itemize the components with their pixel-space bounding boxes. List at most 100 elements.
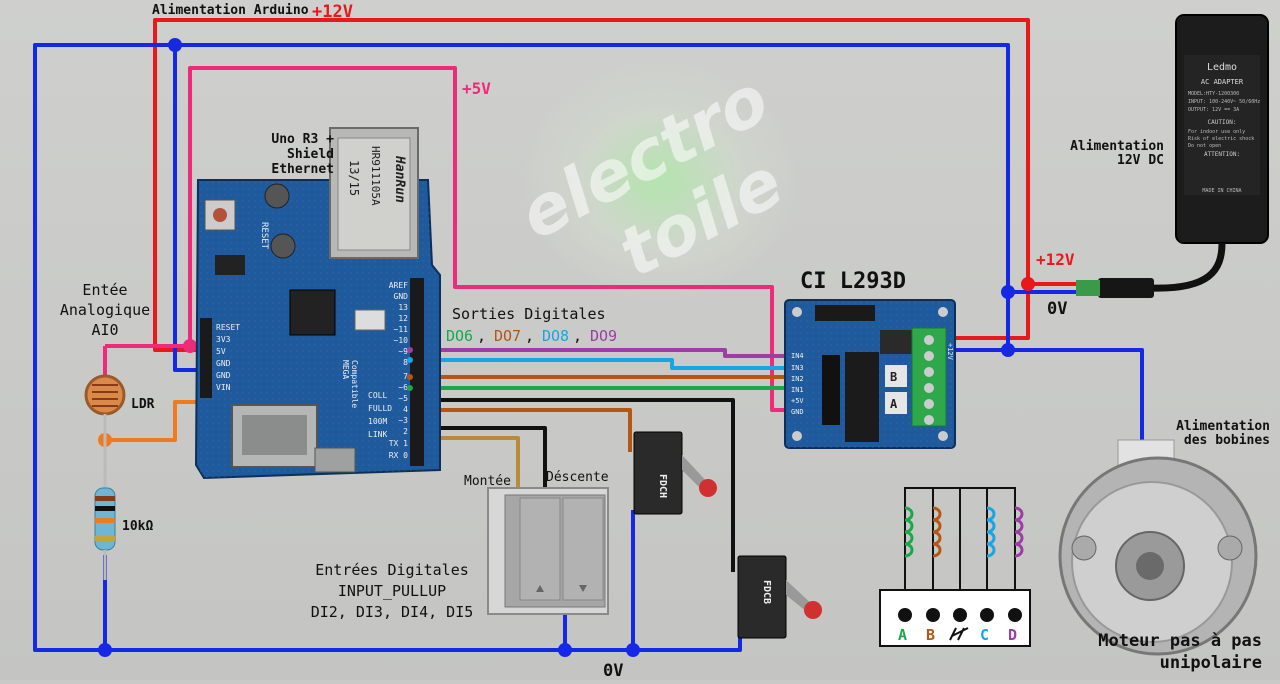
dc-jack	[1076, 280, 1100, 296]
descente-label: Déscente	[546, 470, 609, 485]
svg-text:DO9: DO9	[590, 327, 617, 345]
svg-text:COLL: COLL	[368, 391, 387, 400]
crystal	[354, 309, 386, 331]
digital-header	[410, 278, 424, 466]
svg-text:OUTPUT: 12V == 3A: OUTPUT: 12V == 3A	[1188, 107, 1239, 113]
svg-text:13/15: 13/15	[347, 160, 361, 196]
up-down-switch	[487, 487, 609, 615]
wire-di4	[420, 408, 632, 452]
svg-text:Entrées Digitales: Entrées Digitales	[315, 561, 469, 579]
svg-text:~11: ~11	[394, 325, 409, 334]
arduino-label: Uno R3 + Shield Ethernet	[271, 132, 334, 177]
svg-text:HanRun: HanRun	[392, 155, 407, 203]
svg-text:Compatible: Compatible	[350, 360, 359, 408]
svg-text:Entée: Entée	[82, 281, 127, 299]
svg-text:DO7: DO7	[494, 327, 521, 345]
junction-dots	[98, 38, 1035, 657]
limit-switch-fdcb: FDCB	[737, 555, 822, 639]
svg-text:,: ,	[477, 327, 486, 345]
svg-text:Risk of electric shock: Risk of electric shock	[1188, 136, 1254, 142]
wire-di3	[420, 426, 547, 498]
svg-text:+5V: +5V	[791, 397, 804, 405]
l293d-board: B A IN4 IN3 IN2 IN1 +5V GND +12V	[784, 299, 956, 449]
svg-text:RX 0: RX 0	[389, 451, 408, 460]
l293d-input-labels: IN4 IN3 IN2 IN1 +5V GND	[791, 352, 804, 416]
svg-text:~10: ~10	[394, 336, 409, 345]
svg-text:IN3: IN3	[791, 364, 804, 372]
svg-text:+12V: +12V	[946, 343, 954, 361]
svg-text:TX 1: TX 1	[389, 439, 408, 448]
component	[314, 447, 356, 473]
wire-do8	[420, 358, 795, 370]
coil-a-label-box	[885, 392, 907, 414]
svg-text:VIN: VIN	[216, 383, 231, 392]
svg-text:AI0: AI0	[91, 321, 118, 339]
svg-text:8: 8	[403, 358, 408, 367]
v5-label: +5V	[462, 79, 491, 98]
svg-text:FDCH: FDCH	[657, 474, 668, 498]
montee-label: Montée	[464, 474, 511, 489]
ldr-sensor	[84, 346, 126, 440]
coil-schematic: A B C D	[879, 487, 1031, 647]
svg-text:Uno R3 +: Uno R3 +	[271, 132, 334, 147]
svg-text:RESET: RESET	[259, 222, 269, 250]
svg-text:Analogique: Analogique	[60, 301, 150, 319]
svg-text:FULLD: FULLD	[368, 404, 392, 413]
reset-button	[204, 199, 236, 231]
wire-di5	[420, 398, 735, 572]
svg-text:~6: ~6	[398, 383, 408, 392]
svg-text:AREF: AREF	[389, 281, 408, 290]
svg-text:des bobines: des bobines	[1184, 433, 1270, 448]
svg-text:A: A	[890, 397, 898, 411]
svg-text:RESET: RESET	[216, 323, 240, 332]
svg-text:Moteur pas à pas: Moteur pas à pas	[1098, 631, 1262, 651]
svg-text:Ethernet: Ethernet	[271, 162, 334, 177]
svg-text:D: D	[1008, 626, 1017, 644]
svg-text:~9: ~9	[398, 347, 408, 356]
svg-text:,: ,	[573, 327, 582, 345]
svg-text:GND: GND	[791, 408, 804, 416]
svg-text:MODEL:HTY-1200300: MODEL:HTY-1200300	[1188, 91, 1239, 97]
usb-chip	[215, 255, 245, 275]
svg-text:CAUTION:: CAUTION:	[1208, 119, 1237, 126]
regulator	[880, 330, 914, 354]
wire-di2	[420, 436, 520, 490]
svg-text:GND: GND	[394, 292, 409, 301]
resistor-10k	[94, 440, 116, 580]
svg-text:unipolaire: unipolaire	[1160, 653, 1262, 673]
svg-text:,: ,	[525, 327, 534, 345]
ci-l293d-title: CI L293D	[800, 269, 906, 294]
svg-text:Alimentation: Alimentation	[1176, 419, 1270, 434]
svg-text:A: A	[898, 626, 907, 644]
svg-text:GND: GND	[216, 359, 231, 368]
svg-text:MEGA: MEGA	[341, 360, 350, 379]
wire-12v-arduino	[153, 18, 1030, 352]
input-header	[822, 355, 840, 425]
wire-0v-top	[173, 43, 1010, 372]
svg-text:HR911105A: HR911105A	[369, 146, 382, 206]
svg-text:IN1: IN1	[791, 386, 804, 394]
svg-text:DI2, DI3, DI4, DI5: DI2, DI3, DI4, DI5	[311, 603, 474, 621]
capacitor	[270, 233, 296, 259]
v12-top-label: +12V	[312, 2, 353, 22]
wire-0v-motor	[1008, 348, 1144, 440]
resistor-label: 10kΩ	[122, 519, 153, 534]
alim-arduino-label: Alimentation Arduino	[152, 3, 309, 18]
svg-text:INPUT: 100-240V~ 50/60Hz: INPUT: 100-240V~ 50/60Hz	[1188, 99, 1260, 105]
bobines-label: Alimentation des bobines	[1176, 419, 1270, 448]
svg-text:C: C	[980, 626, 989, 644]
svg-text:5V: 5V	[216, 347, 226, 356]
wire-do9	[420, 348, 795, 358]
main-chip	[289, 289, 336, 336]
svg-text:MADE IN CHINA: MADE IN CHINA	[1202, 188, 1241, 194]
motor-label: Moteur pas à pas unipolaire	[1098, 631, 1262, 673]
svg-text:3V3: 3V3	[216, 335, 231, 344]
pin-markers	[407, 347, 413, 391]
zero-v-bottom-label: 0V	[603, 661, 623, 680]
svg-text:~5: ~5	[398, 394, 408, 403]
header	[815, 305, 875, 321]
zero-v-right-label: 0V	[1047, 299, 1067, 319]
svg-text:DO6: DO6	[446, 327, 473, 345]
svg-text:Sorties Digitales: Sorties Digitales	[452, 305, 606, 323]
svg-text:Alimentation: Alimentation	[1070, 139, 1164, 154]
